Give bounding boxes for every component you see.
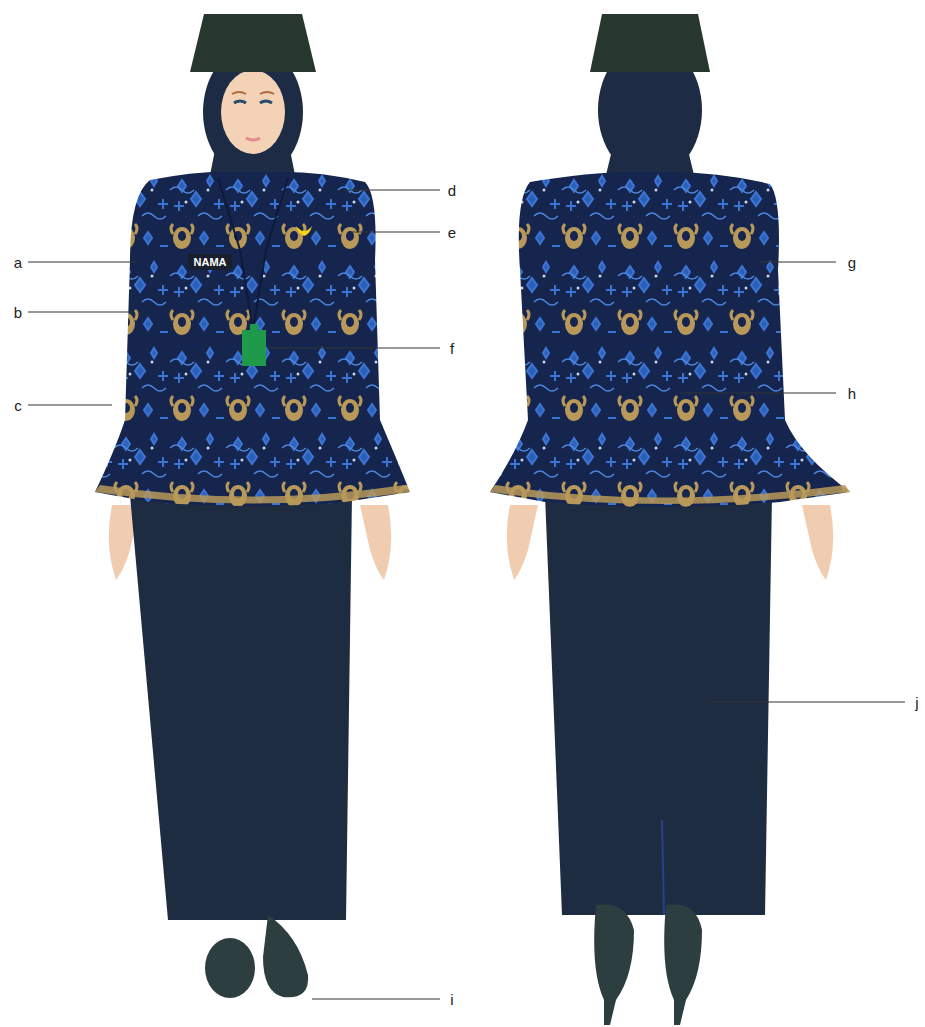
callout-letter: j <box>915 695 918 710</box>
leader-line <box>28 312 133 313</box>
leader-line <box>350 232 440 233</box>
hand <box>802 505 833 580</box>
shoe <box>205 938 255 998</box>
leader-lines <box>28 190 905 999</box>
cap <box>190 14 316 72</box>
leader-line <box>312 999 440 1000</box>
leader-line <box>345 190 440 191</box>
batik-jacket <box>490 172 850 507</box>
batik-jacket <box>95 172 410 506</box>
leader-line <box>28 262 138 263</box>
heel <box>664 904 702 1025</box>
id-badge <box>250 324 258 331</box>
leader-line <box>680 393 836 394</box>
brows <box>232 92 274 94</box>
leader-line <box>710 702 905 703</box>
lips <box>246 138 260 140</box>
face <box>221 70 285 154</box>
callout-letter: i <box>450 992 453 1007</box>
callout-letter: d <box>448 183 456 198</box>
jacket-border <box>95 485 410 504</box>
callout-letter: c <box>14 398 22 413</box>
callout-letter: b <box>14 305 22 320</box>
hand <box>360 505 391 580</box>
hand <box>507 505 538 580</box>
back-figure <box>490 14 850 1025</box>
skirt-slit <box>662 820 664 915</box>
callout-letter: g <box>848 255 856 270</box>
callout-letter: h <box>848 386 856 401</box>
front-figure <box>95 14 410 998</box>
eyes <box>234 101 272 103</box>
name-tag-text: NAMA <box>194 257 227 268</box>
leader-line <box>28 405 112 406</box>
skirt <box>130 495 352 920</box>
leader-line <box>268 348 440 349</box>
shoe <box>263 915 308 997</box>
id-badge <box>242 330 266 366</box>
jacket-border <box>490 485 850 504</box>
callout-letter: a <box>14 255 22 270</box>
callout-letter: e <box>448 225 456 240</box>
skirt <box>545 495 772 915</box>
leader-line <box>760 262 836 263</box>
heel <box>594 904 634 1025</box>
cap <box>590 14 710 72</box>
pin <box>296 226 312 236</box>
callout-letter: f <box>450 341 454 356</box>
name-tag <box>188 254 232 270</box>
